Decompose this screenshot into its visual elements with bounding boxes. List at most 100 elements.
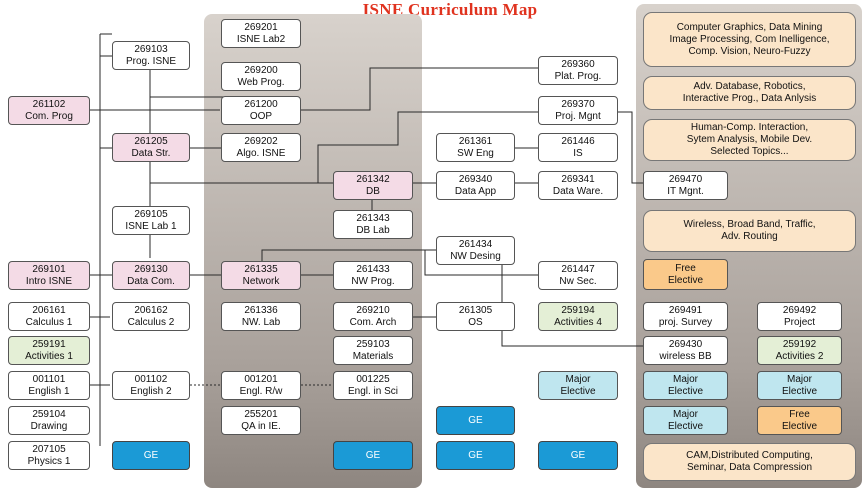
course-206162[interactable]: 206162 Calculus 2	[112, 302, 190, 331]
topic-box-hci: Human-Comp. Interaction, Sytem Analysis,…	[643, 119, 856, 161]
course-code: 269130	[134, 263, 168, 275]
course-code: 269200	[244, 64, 278, 76]
elective-label: Major	[786, 373, 812, 385]
course-code: 261434	[458, 238, 493, 250]
elective-label: Major	[565, 373, 591, 385]
major-elective[interactable]: Major Elective	[538, 371, 618, 400]
course-name: English 1	[28, 385, 70, 397]
topic-line: CAM,Distributed Computing,	[686, 450, 813, 461]
course-code: 261336	[244, 304, 278, 316]
course-name: Com. Arch	[349, 316, 397, 328]
course-name: Intro ISNE	[25, 275, 73, 287]
course-207105[interactable]: 207105 Physics 1	[8, 441, 90, 470]
major-elective[interactable]: Major Elective	[643, 406, 728, 435]
course-261336[interactable]: 261336 NW. Lab	[221, 302, 301, 331]
course-name: Physics 1	[27, 455, 71, 467]
course-259103[interactable]: 259103 Materials	[333, 336, 413, 365]
course-code: 261433	[356, 263, 390, 275]
topic-line: Adv. Routing	[721, 231, 778, 242]
topic-line: Human-Comp. Interaction,	[690, 122, 809, 133]
course-name: Engl. in Sci	[347, 385, 399, 397]
course-269430[interactable]: 269430 wireless BB	[643, 336, 728, 365]
course-name: Data Str.	[131, 147, 171, 159]
course-261343[interactable]: 261343 DB Lab	[333, 210, 413, 239]
course-code: 269202	[244, 135, 278, 147]
elective-label: Elective	[667, 274, 703, 286]
course-259191[interactable]: 259191 Activities 1	[8, 336, 90, 365]
course-269340[interactable]: 269340 Data App	[436, 171, 515, 200]
course-name: Activities 1	[25, 350, 73, 362]
course-269105[interactable]: 269105 ISNE Lab 1	[112, 206, 190, 235]
course-name: ISNE Lab 1	[125, 220, 177, 232]
course-269202[interactable]: 269202 Algo. ISNE	[221, 133, 301, 162]
course-name: Project	[783, 316, 816, 328]
course-code: 261342	[356, 173, 390, 185]
course-001101[interactable]: 001101 English 1	[8, 371, 90, 400]
course-name: Nw Sec.	[559, 275, 597, 287]
course-269200[interactable]: 269200 Web Prog.	[221, 62, 301, 91]
course-code: 259103	[356, 338, 390, 350]
course-269101[interactable]: 269101 Intro ISNE	[8, 261, 90, 290]
course-code: 259194	[561, 304, 595, 316]
course-name: Engl. R/w	[239, 385, 283, 397]
course-269470[interactable]: 269470 IT Mgnt.	[643, 171, 728, 200]
ge-elective[interactable]: GE	[436, 441, 515, 470]
course-name: Calculus 1	[25, 316, 73, 328]
course-261335[interactable]: 261335 Network	[221, 261, 301, 290]
course-259192[interactable]: 259192 Activities 2	[757, 336, 842, 365]
ge-elective[interactable]: GE	[436, 406, 515, 435]
ge-elective[interactable]: GE	[538, 441, 618, 470]
ge-elective[interactable]: GE	[112, 441, 190, 470]
course-001102[interactable]: 001102 English 2	[112, 371, 190, 400]
course-261447[interactable]: 261447 Nw Sec.	[538, 261, 618, 290]
course-269360[interactable]: 269360 Plat. Prog.	[538, 56, 618, 85]
course-255201[interactable]: 255201 QA in IE.	[221, 406, 301, 435]
free-elective[interactable]: Free Elective	[757, 406, 842, 435]
free-elective[interactable]: Free Elective	[643, 259, 728, 290]
course-name: Data Ware.	[552, 185, 604, 197]
course-261305[interactable]: 261305 OS	[436, 302, 515, 331]
course-261433[interactable]: 261433 NW Prog.	[333, 261, 413, 290]
course-261200[interactable]: 261200 OOP	[221, 96, 301, 125]
course-name: Drawing	[30, 420, 68, 432]
course-name: Prog. ISNE	[125, 55, 177, 67]
course-code: 261447	[561, 263, 595, 275]
course-269130[interactable]: 269130 Data Com.	[112, 261, 190, 290]
course-name: Activities 2	[775, 350, 824, 362]
course-name: NW. Lab	[241, 316, 281, 328]
topic-line: Comp. Vision, Neuro-Fuzzy	[688, 45, 811, 57]
course-261102[interactable]: 261102 Com. Prog	[8, 96, 90, 125]
elective-label: Elective	[667, 385, 703, 397]
topic-line: Seminar, Data Compression	[686, 462, 813, 473]
course-001225[interactable]: 001225 Engl. in Sci	[333, 371, 413, 400]
course-269370[interactable]: 269370 Proj. Mgnt	[538, 96, 618, 125]
course-269491[interactable]: 269491 proj. Survey	[643, 302, 728, 331]
major-elective[interactable]: Major Elective	[757, 371, 842, 400]
course-261361[interactable]: 261361 SW Eng	[436, 133, 515, 162]
course-name: English 2	[130, 385, 172, 397]
topic-box-graphics: Computer Graphics, Data Mining Image Pro…	[643, 12, 856, 67]
course-261205[interactable]: 261205 Data Str.	[112, 133, 190, 162]
elective-label: GE	[570, 449, 586, 461]
major-elective[interactable]: Major Elective	[643, 371, 728, 400]
ge-elective[interactable]: GE	[333, 441, 413, 470]
course-259194[interactable]: 259194 Activities 4	[538, 302, 618, 331]
topic-line: Interactive Prog., Data Anlysis	[682, 93, 817, 104]
course-259104[interactable]: 259104 Drawing	[8, 406, 90, 435]
course-001201[interactable]: 001201 Engl. R/w	[221, 371, 301, 400]
course-269492[interactable]: 269492 Project	[757, 302, 842, 331]
elective-label: Elective	[781, 385, 817, 397]
course-269103[interactable]: 269103 Prog. ISNE	[112, 41, 190, 70]
topic-box-wireless: Wireless, Broad Band, Traffic, Adv. Rout…	[643, 210, 856, 252]
course-code: 269360	[561, 58, 595, 70]
course-269210[interactable]: 269210 Com. Arch	[333, 302, 413, 331]
course-name: SW Eng	[457, 147, 494, 159]
elective-label: Free	[789, 408, 810, 420]
course-261446[interactable]: 261446 IS	[538, 133, 618, 162]
course-code: 206162	[134, 304, 168, 316]
course-206161[interactable]: 206161 Calculus 1	[8, 302, 90, 331]
course-269341[interactable]: 269341 Data Ware.	[538, 171, 618, 200]
course-269201[interactable]: 269201 ISNE Lab2	[221, 19, 301, 48]
course-261434[interactable]: 261434 NW Desing	[436, 236, 515, 265]
course-261342[interactable]: 261342 DB	[333, 171, 413, 200]
